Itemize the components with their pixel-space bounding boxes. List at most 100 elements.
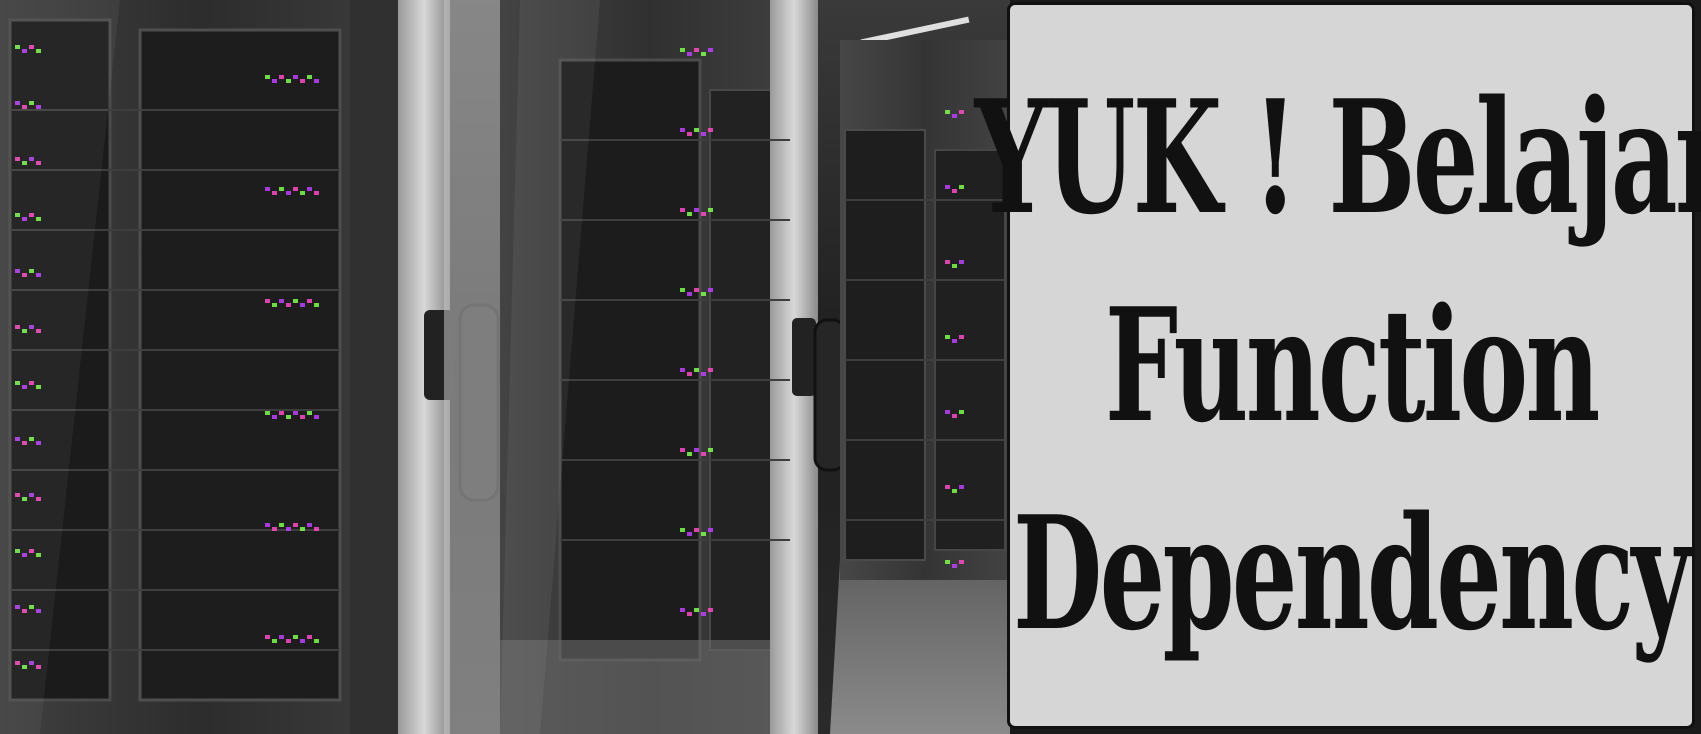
status-led bbox=[694, 448, 699, 452]
floor bbox=[830, 540, 1010, 734]
status-led bbox=[694, 48, 699, 52]
status-led bbox=[952, 339, 957, 343]
status-led bbox=[29, 381, 34, 385]
status-led bbox=[22, 329, 27, 333]
status-led bbox=[307, 299, 312, 303]
cabinet-frame-post bbox=[444, 0, 502, 734]
status-led bbox=[701, 132, 706, 136]
status-led bbox=[279, 299, 284, 303]
status-led bbox=[694, 128, 699, 132]
status-led bbox=[279, 635, 284, 639]
status-led bbox=[22, 273, 27, 277]
status-led bbox=[952, 114, 957, 118]
status-led bbox=[293, 187, 298, 191]
status-led bbox=[701, 532, 706, 536]
status-led bbox=[945, 560, 950, 564]
status-led bbox=[22, 385, 27, 389]
glass-reflection bbox=[0, 0, 120, 734]
status-led bbox=[15, 661, 20, 665]
status-led bbox=[286, 527, 291, 531]
status-led bbox=[22, 105, 27, 109]
status-led bbox=[265, 523, 270, 527]
status-led bbox=[694, 368, 699, 372]
status-led bbox=[959, 560, 964, 564]
status-led bbox=[680, 528, 685, 532]
status-led bbox=[286, 303, 291, 307]
status-led bbox=[15, 157, 20, 161]
status-led bbox=[959, 260, 964, 264]
status-led bbox=[300, 79, 305, 83]
status-led bbox=[29, 101, 34, 105]
status-led bbox=[708, 448, 713, 452]
status-led bbox=[286, 639, 291, 643]
status-led bbox=[687, 532, 692, 536]
status-led bbox=[265, 299, 270, 303]
door-hinge bbox=[792, 318, 816, 396]
status-led bbox=[680, 128, 685, 132]
status-led bbox=[680, 288, 685, 292]
status-led bbox=[314, 415, 319, 419]
status-led bbox=[36, 665, 41, 669]
status-led bbox=[22, 49, 27, 53]
status-led bbox=[694, 208, 699, 212]
status-led bbox=[36, 49, 41, 53]
status-led bbox=[694, 608, 699, 612]
glass-reflection bbox=[500, 0, 600, 734]
status-led bbox=[708, 528, 713, 532]
status-led bbox=[293, 523, 298, 527]
status-led bbox=[687, 612, 692, 616]
server-cabinet-middle bbox=[500, 0, 800, 734]
status-led bbox=[279, 187, 284, 191]
status-led bbox=[687, 212, 692, 216]
status-led bbox=[15, 325, 20, 329]
status-led bbox=[272, 191, 277, 195]
status-led bbox=[680, 448, 685, 452]
status-led bbox=[272, 527, 277, 531]
status-led bbox=[680, 48, 685, 52]
status-led bbox=[36, 385, 41, 389]
status-led bbox=[945, 260, 950, 264]
status-led bbox=[959, 335, 964, 339]
status-led bbox=[36, 497, 41, 501]
title-panel: YUK ! Belajar Function Dependency bbox=[975, 2, 1701, 729]
status-leds bbox=[15, 45, 964, 669]
status-led bbox=[687, 452, 692, 456]
status-led bbox=[15, 437, 20, 441]
status-led bbox=[15, 45, 20, 49]
status-led bbox=[22, 553, 27, 557]
status-led bbox=[272, 79, 277, 83]
status-led bbox=[22, 161, 27, 165]
status-led bbox=[293, 299, 298, 303]
status-led bbox=[708, 368, 713, 372]
status-led bbox=[36, 105, 41, 109]
status-led bbox=[708, 128, 713, 132]
title-line-1: YUK ! Belajar bbox=[975, 65, 1701, 249]
status-led bbox=[29, 45, 34, 49]
status-led bbox=[15, 101, 20, 105]
ceiling-light bbox=[860, 16, 970, 46]
status-led bbox=[29, 605, 34, 609]
status-led bbox=[945, 335, 950, 339]
status-led bbox=[307, 411, 312, 415]
status-led bbox=[36, 553, 41, 557]
title-line-3: Dependency bbox=[1013, 481, 1691, 665]
status-led bbox=[300, 191, 305, 195]
status-led bbox=[29, 213, 34, 217]
status-led bbox=[307, 523, 312, 527]
status-led bbox=[29, 157, 34, 161]
status-led bbox=[15, 269, 20, 273]
status-led bbox=[15, 381, 20, 385]
status-led bbox=[15, 605, 20, 609]
status-led bbox=[952, 564, 957, 568]
server-cabinet-right bbox=[840, 40, 1010, 580]
status-led bbox=[945, 485, 950, 489]
status-led bbox=[959, 410, 964, 414]
status-led bbox=[286, 191, 291, 195]
status-led bbox=[36, 441, 41, 445]
status-led bbox=[959, 185, 964, 189]
status-led bbox=[680, 368, 685, 372]
status-led bbox=[701, 292, 706, 296]
status-led bbox=[300, 527, 305, 531]
status-led bbox=[694, 528, 699, 532]
status-led bbox=[687, 372, 692, 376]
